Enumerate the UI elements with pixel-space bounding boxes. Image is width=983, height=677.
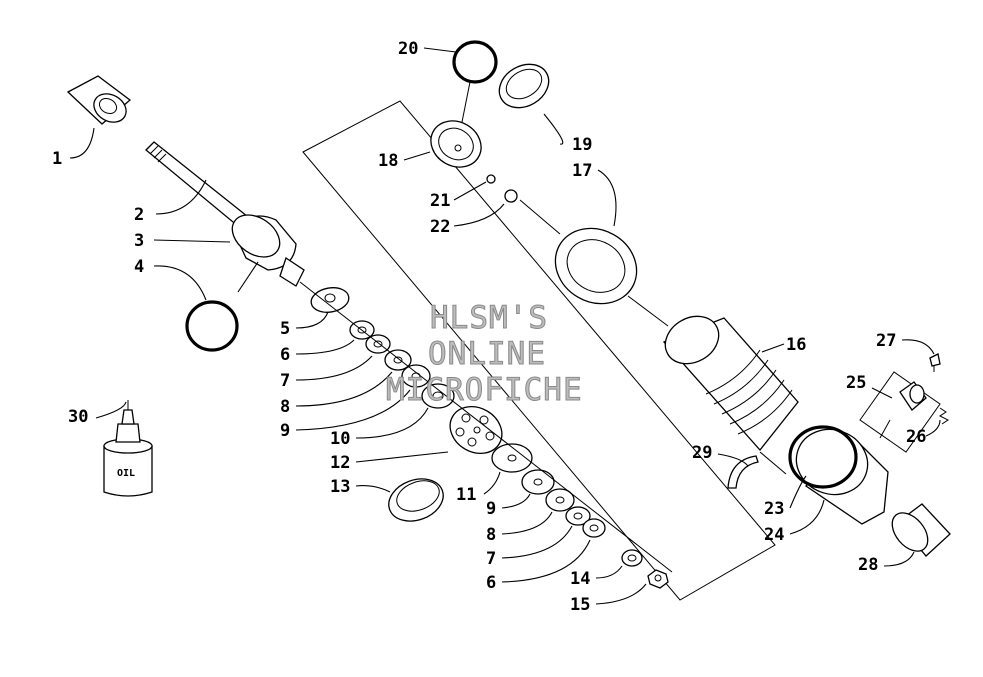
callout-7: 7	[280, 371, 290, 391]
part-28-bushing	[891, 503, 951, 557]
part-13-piston-ring	[388, 478, 444, 522]
callout-8: 8	[280, 397, 290, 417]
part-18-cap	[430, 120, 482, 168]
part-26-spring	[939, 407, 949, 425]
callout-24: 24	[764, 525, 784, 545]
valve-stack-lower	[491, 443, 669, 589]
callout-2: 2	[134, 205, 144, 225]
callout-26: 26	[906, 427, 926, 447]
callout-21: 21	[430, 191, 450, 211]
svg-text:MICROFICHE: MICROFICHE	[386, 372, 583, 408]
part-20-o-ring	[452, 40, 498, 84]
callout-9-lower: 9	[486, 499, 496, 519]
callout-3: 3	[134, 231, 144, 251]
callout-13: 13	[330, 477, 350, 497]
callout-23: 23	[764, 499, 784, 519]
part-23-o-ring	[788, 425, 858, 489]
watermark: HLSM'S ONLINE MICROFICHE	[386, 300, 583, 409]
part-27-screw	[929, 353, 941, 372]
part-25-valve	[899, 381, 927, 411]
callout-8-lower: 8	[486, 525, 496, 545]
callout-7-lower: 7	[486, 549, 496, 569]
callout-9: 9	[280, 421, 290, 441]
part-25-group-outline	[859, 371, 941, 453]
callout-25: 25	[846, 373, 866, 393]
callout-22: 22	[430, 217, 450, 237]
callout-30: 30	[68, 407, 88, 427]
callout-15: 15	[570, 595, 590, 615]
callout-17: 17	[572, 161, 592, 181]
callout-1: 1	[52, 149, 62, 169]
leader-lines	[69, 47, 941, 605]
callout-6: 6	[280, 345, 290, 365]
callout-5: 5	[280, 319, 290, 339]
callout-11: 11	[456, 485, 476, 505]
callout-16: 16	[786, 335, 806, 355]
svg-text:HLSM'S: HLSM'S	[430, 300, 548, 336]
part-21-ball	[486, 174, 496, 184]
callout-12: 12	[330, 453, 350, 473]
callout-labels: 1 2 3 4 5 6 7 8 9 10 11 12 13 14 15 16 1…	[52, 39, 926, 615]
oil-label: OIL	[117, 468, 135, 479]
callout-29: 29	[692, 443, 712, 463]
assembly-axis-lines	[299, 81, 891, 573]
part-24-reservoir	[795, 428, 889, 525]
callout-20: 20	[398, 39, 418, 59]
part-1-bushing	[66, 75, 132, 125]
svg-text:ONLINE: ONLINE	[428, 336, 546, 372]
callout-19: 19	[572, 135, 592, 155]
part-29-clip	[727, 455, 759, 489]
callout-10: 10	[330, 429, 350, 449]
callout-14: 14	[570, 569, 590, 589]
part-3-shaft-body	[231, 214, 305, 287]
part-12-piston	[449, 405, 503, 455]
callout-4: 4	[134, 257, 144, 277]
callout-18: 18	[378, 151, 398, 171]
part-30-oil-bottle: OIL	[103, 400, 153, 497]
callout-27: 27	[876, 331, 896, 351]
part-16-shock-body	[662, 315, 799, 452]
exploded-group-outline	[302, 100, 776, 601]
callout-28: 28	[858, 555, 878, 575]
part-19-seal	[498, 63, 550, 109]
callout-6-lower: 6	[486, 573, 496, 593]
part-4-o-ring	[185, 300, 239, 352]
part-22-plug	[504, 189, 518, 203]
part-17-seal-head	[554, 227, 638, 305]
